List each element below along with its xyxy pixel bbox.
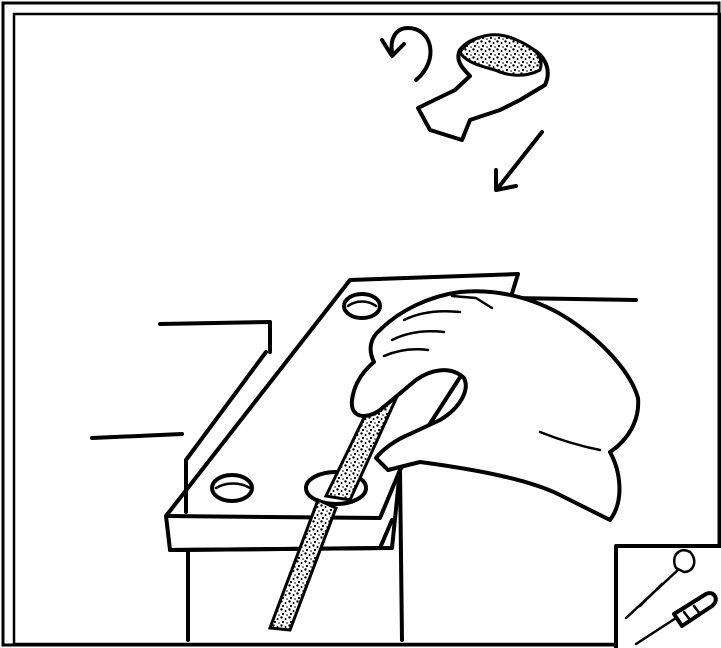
curved-arrow-icon: [382, 28, 430, 80]
screw-hole-bottom: [212, 475, 252, 501]
tools-inset: [616, 546, 721, 648]
sandpaper-piece: [418, 35, 548, 140]
down-arrow-icon: [496, 132, 542, 190]
screw-hole-top: [344, 294, 380, 318]
